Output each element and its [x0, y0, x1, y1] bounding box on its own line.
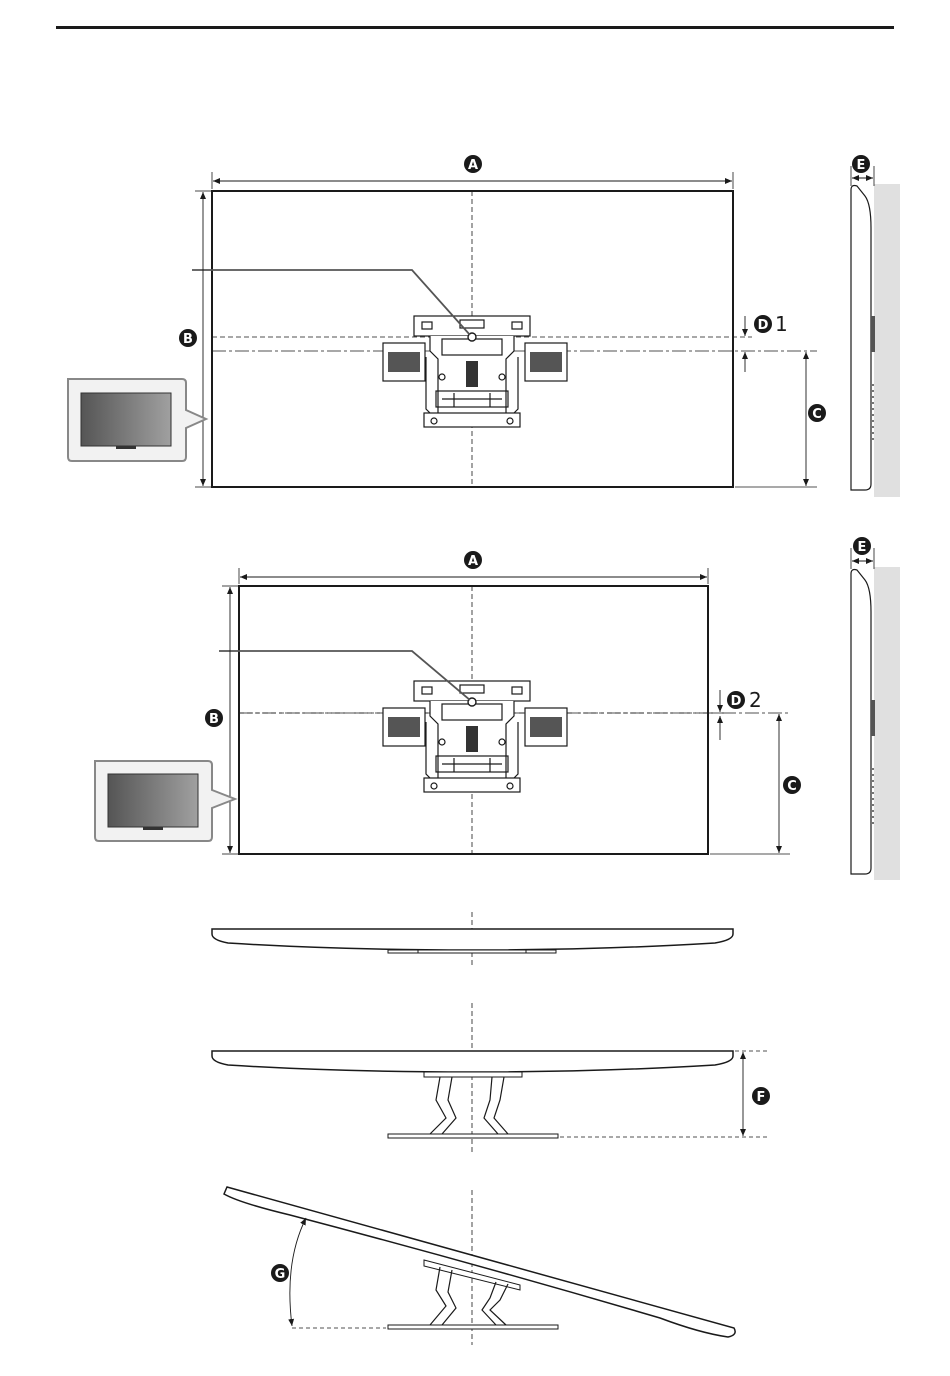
marker-g: G: [271, 1264, 289, 1282]
svg-text:B: B: [209, 712, 219, 727]
marker-c-2: C: [783, 776, 801, 794]
marker-d2: D 2: [727, 688, 762, 712]
svg-text:E: E: [858, 540, 867, 555]
marker-e-2: E: [853, 537, 871, 555]
svg-text:F: F: [757, 1090, 766, 1105]
svg-text:C: C: [812, 407, 822, 422]
marker-a-1: A: [464, 155, 482, 173]
tv-thumbnail-1: [81, 393, 171, 446]
front-view-1: [68, 172, 817, 487]
side-view-1: [851, 186, 875, 491]
svg-text:D: D: [731, 694, 742, 709]
top-view-angled: [224, 1187, 735, 1345]
svg-text:A: A: [468, 158, 478, 173]
svg-text:C: C: [787, 779, 797, 794]
marker-c-1: C: [808, 404, 826, 422]
wall-panel-1: [874, 184, 900, 497]
svg-text:1: 1: [775, 312, 788, 336]
marker-d1: D 1: [754, 312, 788, 336]
marker-b-1: B: [179, 329, 197, 347]
svg-text:B: B: [183, 332, 193, 347]
svg-text:E: E: [857, 158, 866, 173]
svg-text:A: A: [468, 554, 478, 569]
tv-thumbnail-2: [108, 774, 198, 827]
svg-text:G: G: [275, 1267, 286, 1282]
front-view-2: [95, 568, 790, 854]
svg-text:D: D: [758, 318, 769, 333]
wall-panel-2: [874, 567, 900, 880]
svg-text:2: 2: [749, 688, 762, 712]
marker-a-2: A: [464, 551, 482, 569]
marker-e-1: E: [852, 155, 870, 173]
top-view-flat: [212, 912, 733, 965]
top-view-extended: [212, 1003, 768, 1155]
side-view-2: [851, 570, 875, 875]
marker-f: F: [752, 1087, 770, 1105]
marker-b-2: B: [205, 709, 223, 727]
